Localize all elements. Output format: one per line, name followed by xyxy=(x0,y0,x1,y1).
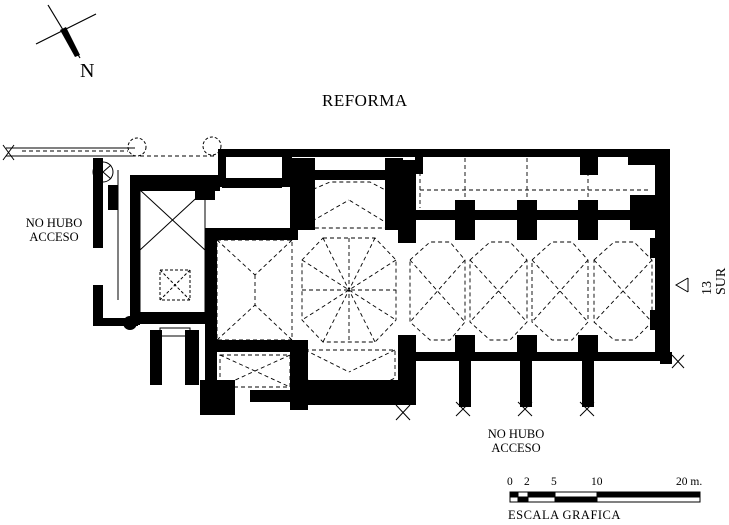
no-access-south-line-1: NO HUBO xyxy=(487,427,545,441)
vaulting xyxy=(216,158,653,391)
street-label: 13 SUR xyxy=(700,267,729,295)
interior-lines xyxy=(92,161,689,340)
scale-tick-5: 5 xyxy=(551,476,557,488)
scale-bar xyxy=(509,491,701,503)
north-label: N xyxy=(80,60,95,82)
north-arrow-icon xyxy=(35,4,97,59)
no-access-south-line-2: ACCESO xyxy=(491,441,541,455)
scale-tick-20: 20 m. xyxy=(676,476,703,488)
scale-tick-2: 2 xyxy=(524,476,530,488)
plan-title: REFORMA xyxy=(322,91,408,110)
scale-tick-0: 0 xyxy=(507,476,513,488)
section-marks xyxy=(395,354,685,421)
scale-caption: ESCALA GRAFICA xyxy=(508,508,621,522)
no-access-west-line-2: ACCESO xyxy=(29,230,79,244)
scale-tick-10: 10 xyxy=(591,476,603,488)
northwest-wall xyxy=(2,136,222,161)
no-access-south-label: NO HUBO ACCESO xyxy=(480,427,552,455)
no-access-west-line-1: NO HUBO xyxy=(25,216,83,230)
no-access-west-label: NO HUBO ACCESO xyxy=(22,216,86,244)
